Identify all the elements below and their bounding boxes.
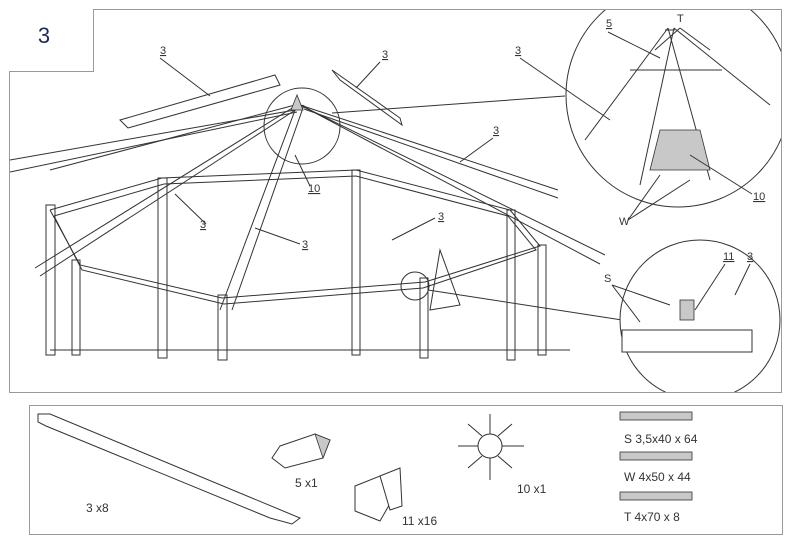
detail-view-apex: [565, 10, 781, 208]
gazebo-roof-drawing: 3 3 3 3 3 3 10 3 5 T 10 W 11 3 S: [10, 10, 781, 392]
bracket-label: 11 x16: [402, 514, 438, 528]
screw-s-label: S 3,5x40 x 64: [624, 432, 698, 446]
screw-t-label: T 4x70 x 8: [624, 510, 680, 524]
screw-images: [619, 411, 693, 501]
callout-3-c: 3: [493, 125, 499, 137]
cap-part-image: [271, 433, 331, 469]
cap-label: 5 x1: [295, 476, 318, 490]
screw-w-label: W 4x50 x 44: [624, 470, 691, 484]
posts: [45, 169, 570, 361]
callout-10-main: 10: [308, 183, 320, 195]
detail-circle-bracket: [400, 271, 430, 301]
callout-11: 11: [723, 251, 734, 263]
step-number-box: 3: [9, 9, 94, 72]
callout-t: T: [677, 13, 684, 25]
rafter-part-image: [37, 413, 302, 525]
callout-3-bracket: 3: [747, 251, 753, 263]
assembly-illustration-panel: 3 3 3 3 3 3 10 3 5 T 10 W 11 3 S: [9, 9, 782, 393]
callout-10-detail: 10: [753, 191, 765, 203]
rafter-label: 3 x8: [86, 501, 109, 515]
beams: [49, 169, 541, 305]
callout-3-a: 3: [160, 45, 166, 57]
rafters: [10, 69, 606, 311]
hub-part-image: [458, 414, 524, 480]
detail-circle-apex: [263, 87, 341, 165]
bracket-part-image: [354, 467, 403, 522]
detail-view-bracket: [619, 239, 781, 392]
callout-3-e: 3: [302, 239, 308, 251]
hub-label: 10 x1: [517, 482, 547, 496]
callout-3-d: 3: [200, 219, 206, 231]
callout-s: S: [604, 273, 611, 285]
callout-5: 5: [606, 18, 612, 30]
callout-3-b: 3: [382, 49, 388, 61]
parts-drawings: [37, 411, 693, 525]
apex-cap: [290, 93, 304, 111]
callout-3-f: 3: [438, 211, 444, 223]
step-number: 3: [37, 23, 51, 48]
parts-list-panel: 3 x8 5 x1 11 x16 10 x1 S 3,5x40 x 64 W 4…: [29, 405, 783, 535]
callout-w: W: [619, 216, 630, 228]
callout-3-detail: 3: [515, 45, 521, 57]
